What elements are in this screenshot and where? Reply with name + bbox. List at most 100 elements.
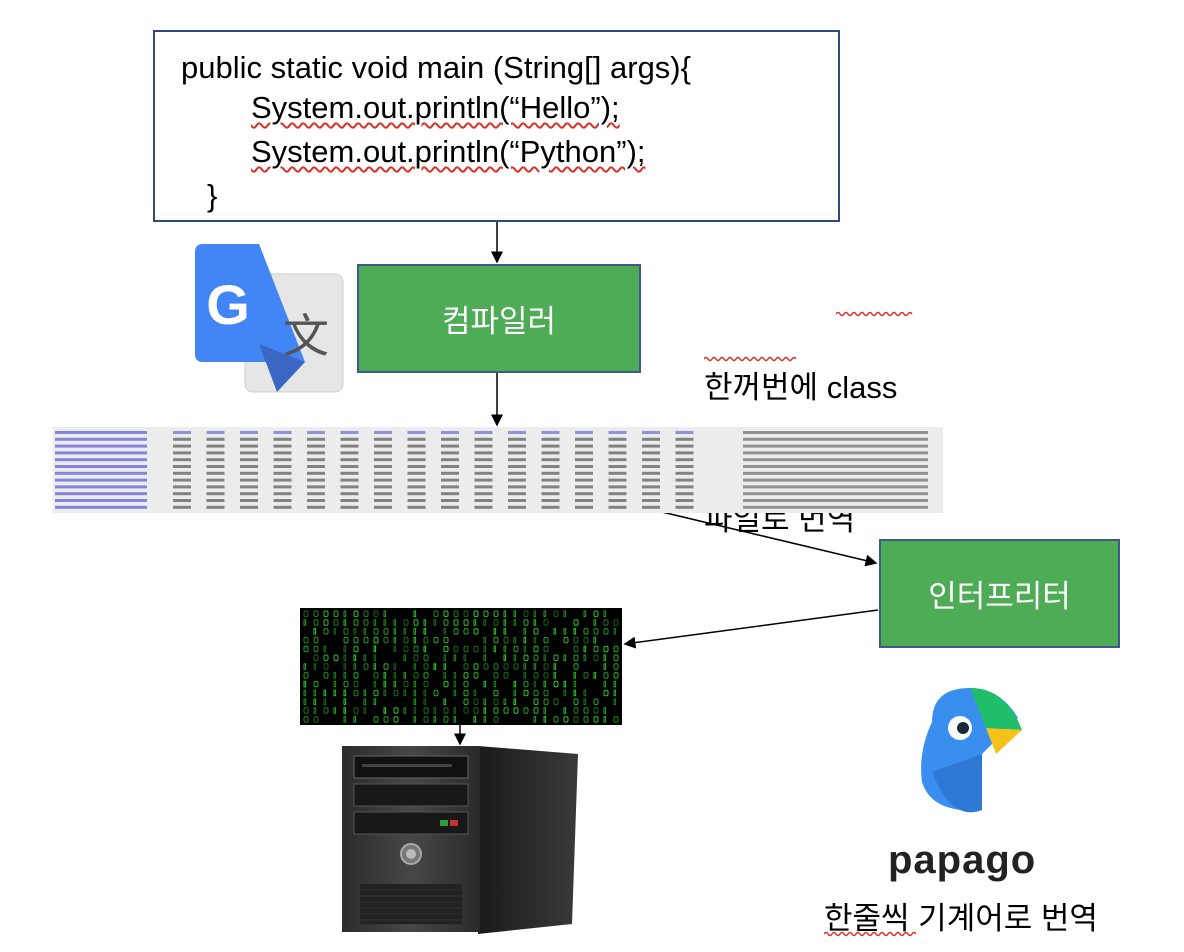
binary-digit-mark — [353, 689, 359, 697]
binary-digit-mark — [363, 636, 369, 644]
binary-digit-mark — [403, 645, 409, 653]
hex-byte-mark — [675, 465, 694, 468]
hex-byte-mark — [374, 485, 392, 489]
binary-digit-mark — [533, 663, 537, 670]
hex-byte-mark — [441, 465, 459, 468]
binary-digit-mark — [603, 680, 607, 688]
binary-digit-mark — [543, 707, 547, 714]
binary-digit-mark — [553, 672, 557, 679]
binary-digit-mark — [303, 636, 309, 644]
code-line-3-text: System.out.println(“Python”); — [251, 134, 646, 169]
binary-digit-mark — [453, 672, 457, 679]
hex-byte-mark — [541, 451, 560, 455]
hex-byte-mark — [675, 451, 694, 455]
binary-digit-mark — [313, 645, 319, 653]
binary-digit-mark — [523, 654, 529, 661]
binary-digit-mark — [343, 628, 349, 635]
binary-digit-mark — [323, 689, 327, 697]
papago-note-text: 한줄씩 기계어로 번역 — [824, 901, 1098, 936]
hex-byte-mark — [508, 471, 526, 475]
binary-digit-mark — [493, 645, 497, 653]
binary-digit-mark — [493, 716, 499, 723]
binary-digit-mark — [563, 636, 569, 644]
hex-byte-mark — [441, 444, 459, 448]
binary-digit-mark — [513, 619, 517, 626]
binary-digit-mark — [473, 663, 479, 670]
binary-digit-mark — [473, 645, 479, 653]
hex-byte-mark — [240, 465, 258, 468]
binary-digit-mark — [373, 645, 377, 653]
hex-byte-mark — [407, 485, 426, 489]
hex-byte-mark — [307, 471, 325, 475]
hex-byte-mark — [474, 458, 493, 462]
hex-byte-mark — [675, 499, 694, 502]
hex-byte-mark — [541, 431, 560, 434]
hex-byte-mark — [240, 437, 258, 441]
hex-ascii-mark — [743, 431, 928, 434]
binary-digit-mark — [413, 716, 417, 723]
binary-digit-mark — [453, 654, 457, 661]
binary-digit-mark — [613, 654, 619, 661]
binary-digit-mark — [313, 628, 317, 635]
binary-digit-mark — [523, 645, 527, 653]
binary-digit-mark — [383, 707, 387, 714]
hex-byte-mark — [307, 431, 325, 434]
code-line-4: } — [207, 178, 218, 213]
hex-byte-mark — [407, 465, 426, 468]
binary-digit-mark — [503, 619, 507, 626]
binary-digit-mark — [393, 619, 397, 626]
hex-byte-mark — [173, 492, 191, 496]
hex-byte-mark — [340, 431, 359, 434]
hex-byte-mark — [608, 458, 627, 462]
hex-byte-mark — [608, 492, 627, 496]
binary-digit-mark — [373, 654, 377, 661]
binary-digit-mark — [353, 645, 359, 653]
hex-byte-mark — [340, 444, 359, 448]
binary-digit-mark — [463, 689, 469, 697]
binary-digit-mark — [563, 716, 569, 723]
binary-digit-mark — [343, 680, 349, 688]
binary-digit-mark — [493, 663, 499, 670]
binary-digit-mark — [573, 716, 579, 723]
hex-byte-mark — [407, 499, 426, 502]
binary-digit-mark — [513, 636, 517, 644]
binary-digit-mark — [603, 619, 609, 626]
hex-byte-mark — [474, 478, 493, 482]
binary-digit-mark — [493, 619, 499, 626]
binary-digit-mark — [373, 619, 377, 626]
hex-ascii-mark — [743, 485, 928, 489]
binary-digit-mark — [363, 619, 369, 626]
binary-digit-mark — [593, 645, 599, 653]
binary-digit-mark — [373, 663, 377, 670]
hex-byte-mark — [441, 499, 459, 502]
binary-digit-mark — [343, 707, 347, 714]
binary-digit-mark — [533, 689, 539, 697]
binary-digit-mark — [553, 698, 559, 705]
binary-digit-mark — [333, 610, 339, 617]
binary-digit-mark — [303, 610, 309, 617]
binary-digit-mark — [483, 636, 487, 644]
hex-byte-mark — [541, 465, 560, 468]
compile-note-line-1-text: 한꺼번에 class — [704, 370, 898, 405]
binary-digit-mark — [593, 716, 599, 723]
binary-digit-mark — [483, 716, 487, 723]
binary-digit-mark — [423, 654, 429, 661]
hex-byte-mark — [374, 444, 392, 448]
hex-byte-mark — [575, 431, 593, 434]
hex-offset-mark — [55, 444, 147, 448]
code-line-3: System.out.println(“Python”); — [251, 134, 646, 170]
binary-digit-mark — [483, 663, 489, 670]
binary-digit-mark — [603, 716, 607, 723]
hex-byte-mark — [474, 471, 493, 475]
hex-ascii-mark — [743, 471, 928, 475]
hex-byte-mark — [675, 437, 694, 441]
hex-byte-mark — [575, 444, 593, 448]
binary-digit-mark — [423, 636, 429, 644]
binary-digit-mark — [553, 716, 559, 723]
binary-digit-mark — [483, 707, 487, 714]
binary-digit-mark — [453, 619, 459, 626]
binary-digit-mark — [353, 654, 357, 661]
binary-digit-mark — [333, 707, 337, 714]
binary-digit-mark — [513, 610, 517, 617]
